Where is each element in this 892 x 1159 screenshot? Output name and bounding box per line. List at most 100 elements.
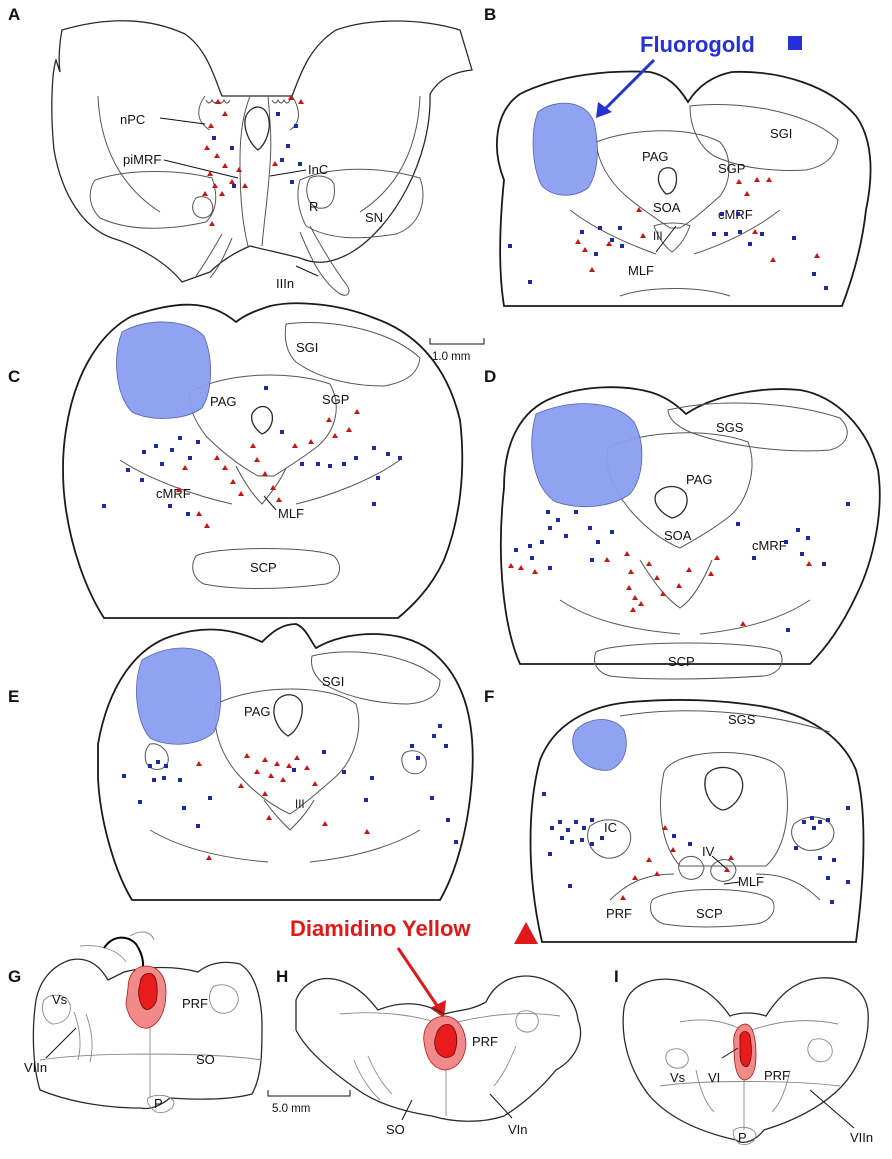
dy-marker bbox=[654, 575, 660, 580]
fg-marker bbox=[168, 504, 172, 508]
fg-marker bbox=[688, 842, 692, 846]
dy-marker bbox=[708, 571, 714, 576]
panel-a: A nPC piMRF InC R SN IIIn bbox=[8, 5, 473, 296]
fg-marker bbox=[810, 816, 814, 820]
fg-marker bbox=[316, 462, 320, 466]
panel-c-scp bbox=[192, 548, 341, 589]
dy-marker bbox=[312, 781, 318, 786]
fg-marker bbox=[540, 540, 544, 544]
dy-marker bbox=[230, 479, 236, 484]
panel-a-markers bbox=[202, 95, 304, 226]
panel-f-iv bbox=[678, 855, 737, 882]
dy-marker bbox=[354, 409, 360, 414]
panel-d-dy-markers bbox=[508, 551, 812, 626]
fg-marker bbox=[832, 858, 836, 862]
fg-marker bbox=[542, 792, 546, 796]
dy-marker bbox=[676, 583, 682, 588]
panel-b-bands bbox=[569, 209, 781, 255]
fg-marker bbox=[372, 502, 376, 506]
fg-marker bbox=[600, 836, 604, 840]
fg-marker bbox=[126, 468, 130, 472]
dy-marker bbox=[744, 191, 750, 196]
panel-c-fg-markers bbox=[102, 386, 402, 516]
dy-marker bbox=[308, 439, 314, 444]
dy-marker bbox=[214, 153, 220, 158]
fg-marker bbox=[846, 880, 850, 884]
fg-marker bbox=[232, 184, 236, 188]
panel-a-pimrf-leader bbox=[163, 159, 239, 179]
dy-marker bbox=[628, 569, 634, 574]
legend-fluorogold: Fluorogold bbox=[596, 32, 802, 118]
panel-f-iv-leader bbox=[711, 855, 729, 871]
panel-h-nucleus bbox=[515, 1010, 539, 1033]
panel-letter-b: B bbox=[484, 5, 496, 24]
panel-e-bands bbox=[149, 829, 421, 863]
panel-c-iii bbox=[235, 465, 287, 505]
dy-marker bbox=[250, 443, 256, 448]
panel-i-p bbox=[732, 1126, 757, 1145]
panel-d-mlf-region bbox=[639, 559, 713, 609]
fg-marker bbox=[416, 756, 420, 760]
fg-marker bbox=[566, 828, 570, 832]
panel-e-label-sgi: SGI bbox=[322, 674, 344, 689]
dy-marker bbox=[532, 569, 538, 574]
fg-marker bbox=[410, 744, 414, 748]
legend-fluorogold-label: Fluorogold bbox=[640, 32, 755, 57]
fg-marker bbox=[748, 242, 752, 246]
panel-h-dy-injection-core bbox=[434, 1024, 458, 1058]
fg-marker bbox=[292, 768, 296, 772]
dy-marker bbox=[752, 229, 758, 234]
fg-marker bbox=[290, 180, 294, 184]
dy-marker bbox=[575, 239, 581, 244]
panel-h-label-vin: VIn bbox=[508, 1122, 528, 1137]
dy-marker bbox=[624, 551, 630, 556]
panel-b-label-sgi: SGI bbox=[770, 126, 792, 141]
fg-marker bbox=[264, 386, 268, 390]
fg-marker bbox=[328, 464, 332, 468]
fg-marker bbox=[398, 456, 402, 460]
scale-bar-top-label: 1.0 mm bbox=[432, 351, 470, 363]
fg-marker bbox=[280, 158, 284, 162]
dy-marker bbox=[222, 465, 228, 470]
dy-marker bbox=[714, 555, 720, 560]
panel-a-label-r: R bbox=[309, 199, 318, 214]
fg-marker bbox=[610, 530, 614, 534]
panel-c-label-pag: PAG bbox=[210, 394, 237, 409]
dy-marker bbox=[276, 497, 282, 502]
dy-marker bbox=[632, 595, 638, 600]
fg-marker bbox=[342, 770, 346, 774]
panel-b-dy-markers bbox=[575, 177, 820, 272]
panel-letter-f: F bbox=[484, 687, 494, 706]
panel-f-label-prf: PRF bbox=[606, 906, 632, 921]
fg-marker bbox=[230, 146, 234, 150]
dy-marker bbox=[304, 765, 310, 770]
fg-marker bbox=[736, 522, 740, 526]
panel-b-fluorogold-injection bbox=[532, 102, 598, 196]
fg-marker bbox=[454, 840, 458, 844]
fg-marker bbox=[548, 852, 552, 856]
panel-c-bands bbox=[119, 459, 401, 505]
panel-c: C SGI PAG SGP cMRF MLF SCP bbox=[8, 302, 464, 619]
dy-marker bbox=[274, 761, 280, 766]
fg-marker bbox=[446, 818, 450, 822]
panel-a-label-pimrf: piMRF bbox=[123, 152, 161, 167]
panel-c-aqueduct bbox=[250, 405, 274, 435]
panel-e-fg-markers bbox=[122, 724, 458, 844]
dy-marker bbox=[182, 465, 188, 470]
dy-marker bbox=[728, 855, 734, 860]
dy-marker bbox=[254, 457, 260, 462]
dy-marker bbox=[814, 253, 820, 258]
dy-marker bbox=[322, 821, 328, 826]
panel-a-sn-region bbox=[297, 168, 424, 239]
panel-e-outline bbox=[97, 623, 474, 901]
panel-b-outline bbox=[496, 70, 872, 307]
panel-h-label-so: SO bbox=[386, 1122, 405, 1137]
panel-b-iii bbox=[653, 222, 691, 253]
panel-i-outline bbox=[622, 977, 869, 1144]
fg-marker bbox=[142, 450, 146, 454]
panel-a-outline bbox=[51, 20, 473, 283]
fg-marker bbox=[570, 840, 574, 844]
scale-bar-top-line bbox=[429, 338, 485, 345]
panel-d-label-scp: SCP bbox=[668, 654, 695, 669]
fg-marker bbox=[212, 136, 216, 140]
